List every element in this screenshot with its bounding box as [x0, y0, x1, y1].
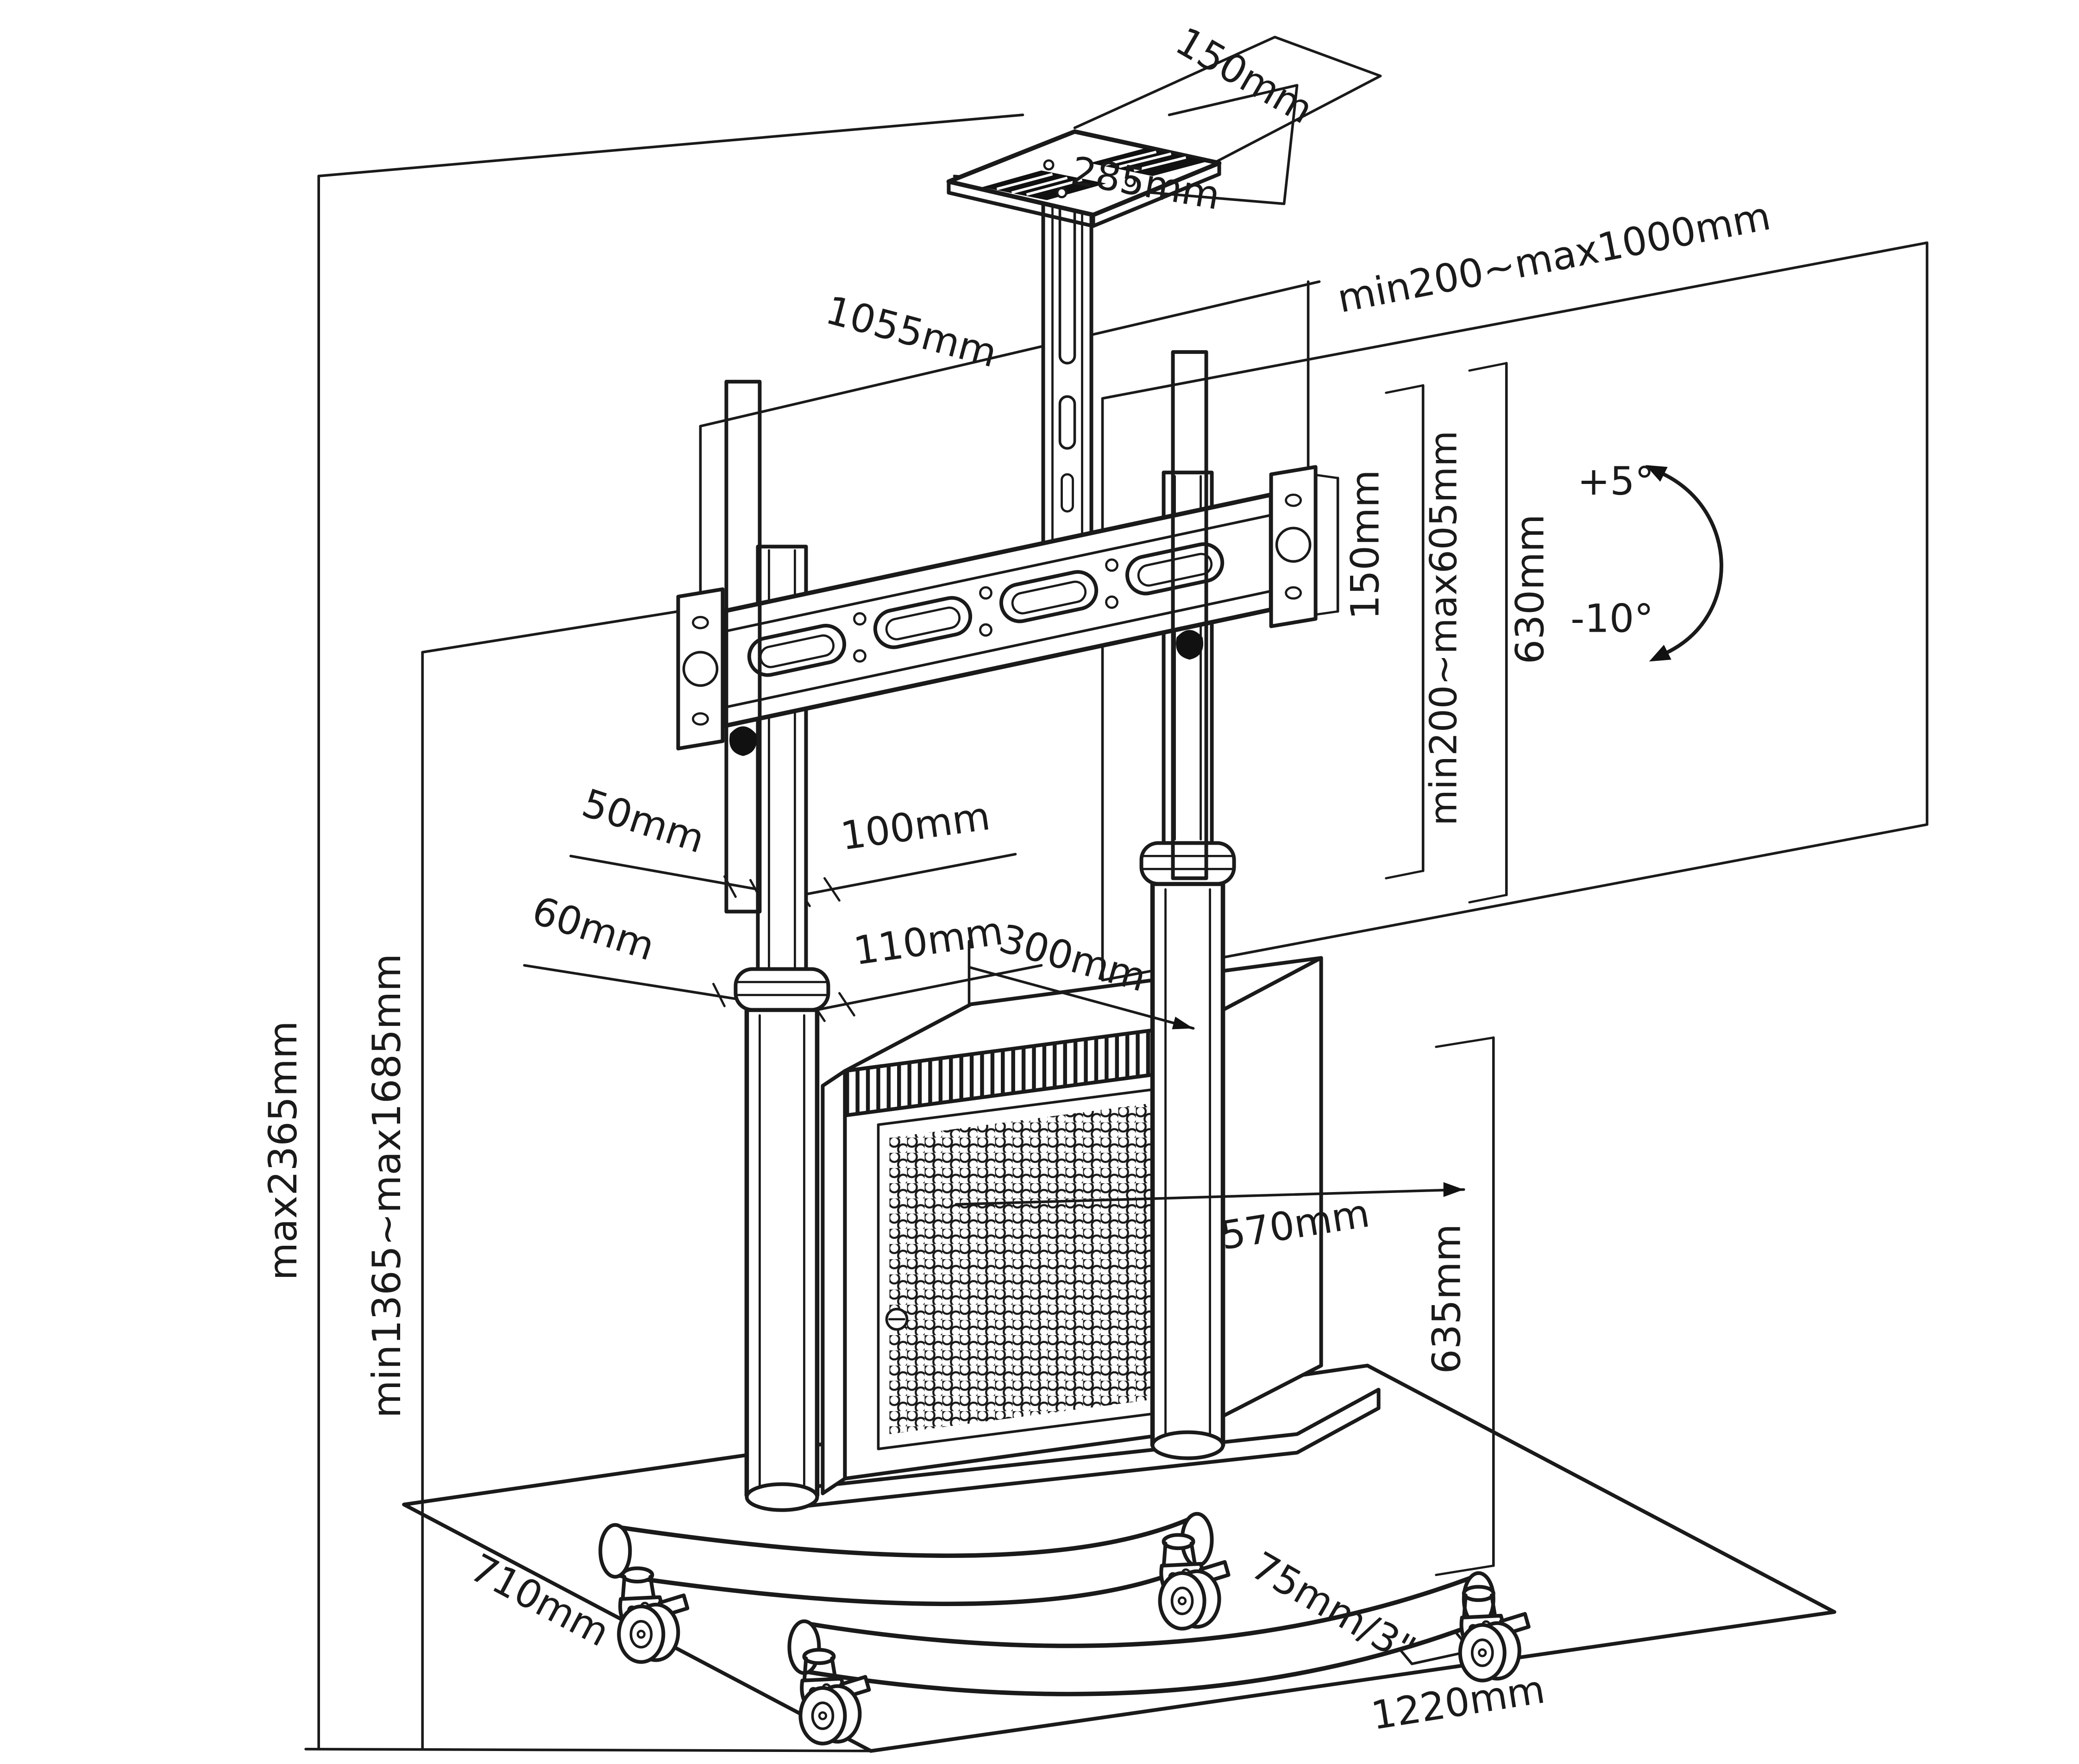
left-pole-collar — [734, 967, 830, 1012]
poles — [734, 471, 1236, 1512]
label-base-depth: 710mm — [463, 1545, 617, 1656]
cabinet-left-edge — [821, 1069, 847, 1495]
label-vesa-width-range: min200~max1000mm — [1334, 193, 1774, 321]
right-pole-collar — [1139, 841, 1236, 886]
left-pole-foot — [745, 1482, 819, 1512]
right-pole-foot — [1150, 1430, 1225, 1460]
label-vesa-height-range: min200~max605mm — [1422, 431, 1465, 826]
label-base-width: 1220mm — [1368, 1666, 1548, 1739]
dimension-guides — [304, 36, 1928, 1752]
left-pole — [734, 545, 830, 1512]
label-lower-tube-width: 110mm — [851, 908, 1005, 974]
left-rail-hook — [729, 726, 757, 756]
label-lower-tube-depth: 60mm — [527, 887, 660, 969]
tilt-arc — [1662, 472, 1723, 654]
label-cabinet-depth: 300mm — [994, 916, 1151, 1001]
right-pole-lower-tube — [1150, 881, 1225, 1448]
tilt-arrow-down — [1649, 645, 1671, 662]
label-bracket-width: 1055mm — [821, 287, 1002, 376]
base — [598, 1387, 1529, 1744]
arrow-cabinet-width — [1443, 1182, 1464, 1197]
label-bracket-height: 150mm — [1343, 470, 1388, 620]
caster-front-right — [1460, 1587, 1529, 1680]
left-vesa-rail — [724, 380, 762, 914]
tilt-arrow-up — [1645, 465, 1668, 482]
label-tilt-up: +5° — [1577, 458, 1654, 504]
tick-bottom — [304, 1748, 873, 1752]
camera-shelf — [946, 129, 1222, 228]
shelf-pad-right — [1089, 148, 1208, 176]
column-slot-small — [1061, 473, 1074, 513]
vesa-range-plane — [1101, 241, 1928, 982]
dim-shelf-width-lines — [1073, 36, 1382, 164]
tick-height-range-top — [421, 610, 680, 654]
label-upper-tube-depth: 50mm — [577, 780, 710, 862]
tick-max-height-top — [317, 113, 1024, 177]
crossbar-slots — [747, 542, 1225, 677]
column-slot-short — [1058, 395, 1076, 450]
leader-cabinet-width — [955, 1188, 1465, 1206]
caster-rear-right — [1160, 1535, 1229, 1628]
shelf-plate-edge — [947, 161, 1221, 228]
rear-tube-left-cap — [598, 1523, 632, 1579]
right-vesa-rail — [1171, 350, 1208, 880]
label-rail-height: 630mm — [1507, 514, 1553, 664]
leader-cabinet-depth — [967, 966, 1195, 1030]
door-perforation — [889, 1100, 1171, 1434]
label-cabinet-height: 635mm — [1424, 1224, 1470, 1374]
label-max-height: max2365mm — [260, 1021, 306, 1280]
left-pole-lower-tube — [744, 1007, 820, 1498]
label-tilt-down: -10° — [1570, 596, 1653, 641]
rear-base-tube — [613, 1513, 1200, 1607]
label-upper-tube-width: 100mm — [838, 793, 992, 859]
label-height-range: min1365~max1685mm — [364, 954, 409, 1418]
tv-bracket — [676, 350, 1318, 914]
column-slot-long — [1058, 199, 1076, 364]
dim-line-bracket-width — [699, 280, 1321, 428]
vent-slats — [845, 1024, 1195, 1116]
crossbar-holes — [853, 558, 1118, 663]
right-rail-hook — [1176, 630, 1204, 660]
arrow-cabinet-depth — [1172, 1017, 1193, 1030]
